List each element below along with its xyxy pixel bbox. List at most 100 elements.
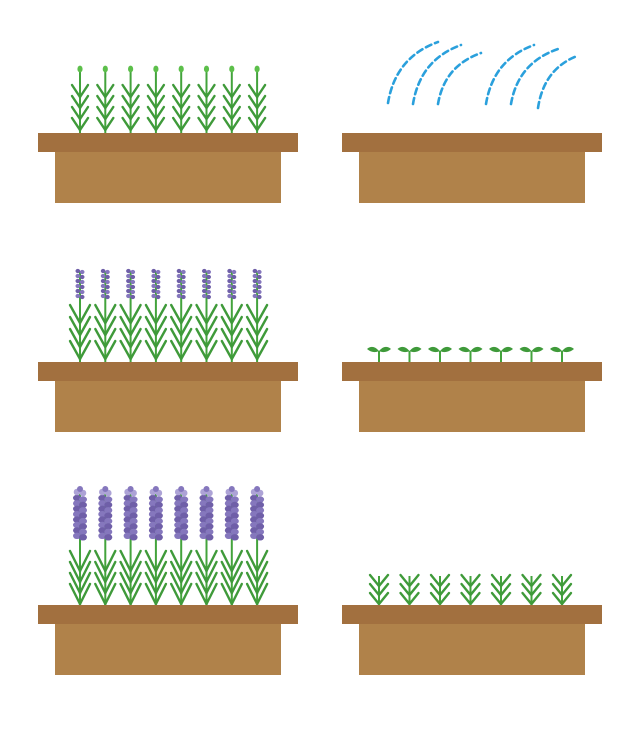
planter-rim <box>342 605 602 624</box>
flower-bud <box>231 284 237 290</box>
flower-cluster <box>79 512 87 519</box>
flower-cluster <box>224 532 233 539</box>
flower-bud <box>126 288 131 294</box>
leaf <box>170 327 183 349</box>
flower-bud <box>100 283 106 289</box>
leaf <box>245 339 259 361</box>
leaf <box>521 582 533 597</box>
flower-tip <box>127 486 134 492</box>
leaf <box>78 327 92 349</box>
leaf <box>129 549 142 573</box>
flower-tip <box>228 486 235 492</box>
leaf <box>180 83 191 99</box>
flower-cluster <box>230 534 239 541</box>
flower-cluster <box>123 494 132 502</box>
leaf <box>78 303 92 325</box>
leaf <box>255 549 269 573</box>
leaf <box>180 327 193 349</box>
cotyledon-leaf <box>501 346 513 353</box>
water-stream <box>509 47 560 106</box>
cotyledon-leaf <box>550 346 562 353</box>
leaf <box>119 327 132 349</box>
leaf <box>551 582 564 597</box>
leaf <box>129 303 142 325</box>
flower-cluster <box>256 534 265 541</box>
leaf <box>195 582 208 606</box>
leaf <box>68 303 82 325</box>
flower-cluster <box>256 507 265 514</box>
leaf <box>78 105 90 121</box>
flower-tip <box>254 486 261 492</box>
flower-cluster <box>250 516 259 523</box>
flower-bud <box>227 288 232 294</box>
flower-bud <box>231 279 237 285</box>
leaf <box>205 116 216 132</box>
leaf <box>205 327 218 349</box>
leaf <box>230 571 243 595</box>
leaf <box>94 327 107 349</box>
leaf <box>245 582 259 606</box>
flower-cluster <box>174 527 183 534</box>
flower-cluster <box>104 496 113 503</box>
leaf <box>499 573 512 588</box>
flower-bud <box>105 269 110 275</box>
flower-bud <box>202 273 207 279</box>
leaf <box>247 94 259 110</box>
leaf <box>195 549 208 573</box>
leaf <box>144 560 158 584</box>
leaf <box>180 105 191 121</box>
flower-bud <box>100 288 106 294</box>
leaf <box>94 339 107 361</box>
leaf <box>469 582 481 597</box>
leaf <box>94 549 107 573</box>
flower-cluster <box>174 500 183 507</box>
leaf <box>129 315 142 337</box>
flower-cluster <box>199 516 208 523</box>
leaf <box>205 571 218 595</box>
flower-bud <box>206 294 211 300</box>
flower-bud <box>75 283 81 289</box>
leaf <box>205 560 218 584</box>
flower-cluster <box>104 523 113 530</box>
flower-cluster <box>180 507 189 514</box>
flower-bud <box>181 294 186 300</box>
flower-bud <box>206 289 211 295</box>
flower-cluster <box>224 500 233 507</box>
leaf <box>104 83 115 99</box>
leaf <box>429 573 442 588</box>
flower-bud <box>257 284 262 290</box>
flower-bud <box>231 289 237 295</box>
leaf <box>195 315 208 337</box>
flower-cluster <box>154 523 163 530</box>
leaf <box>144 303 158 325</box>
leaf <box>230 549 243 573</box>
flower-bud <box>100 278 106 284</box>
flower-bud <box>257 294 262 300</box>
flower-cluster <box>123 500 132 507</box>
leaf <box>230 83 241 99</box>
flower-cluster <box>123 516 132 523</box>
leaf <box>172 105 183 121</box>
flower-cluster <box>73 500 81 507</box>
leaf <box>119 571 132 595</box>
leaf <box>438 591 451 606</box>
flower-cluster <box>104 512 113 519</box>
leaf <box>551 591 564 606</box>
leaf <box>172 116 183 132</box>
planter-rim <box>342 362 602 381</box>
leaf <box>460 582 472 597</box>
leaf <box>205 94 216 110</box>
leaf <box>180 560 193 584</box>
leaf <box>255 582 269 606</box>
leaf <box>438 573 451 588</box>
flower-bud <box>176 268 182 274</box>
cotyledon-leaf <box>428 346 440 353</box>
water-stream <box>386 40 440 105</box>
flower-cluster <box>180 534 189 541</box>
flower-cluster <box>224 527 233 534</box>
leaf <box>96 105 107 121</box>
flower-bud <box>231 269 237 275</box>
leaf <box>197 94 208 110</box>
flower-cluster <box>73 521 81 529</box>
flower-bud <box>181 269 186 275</box>
